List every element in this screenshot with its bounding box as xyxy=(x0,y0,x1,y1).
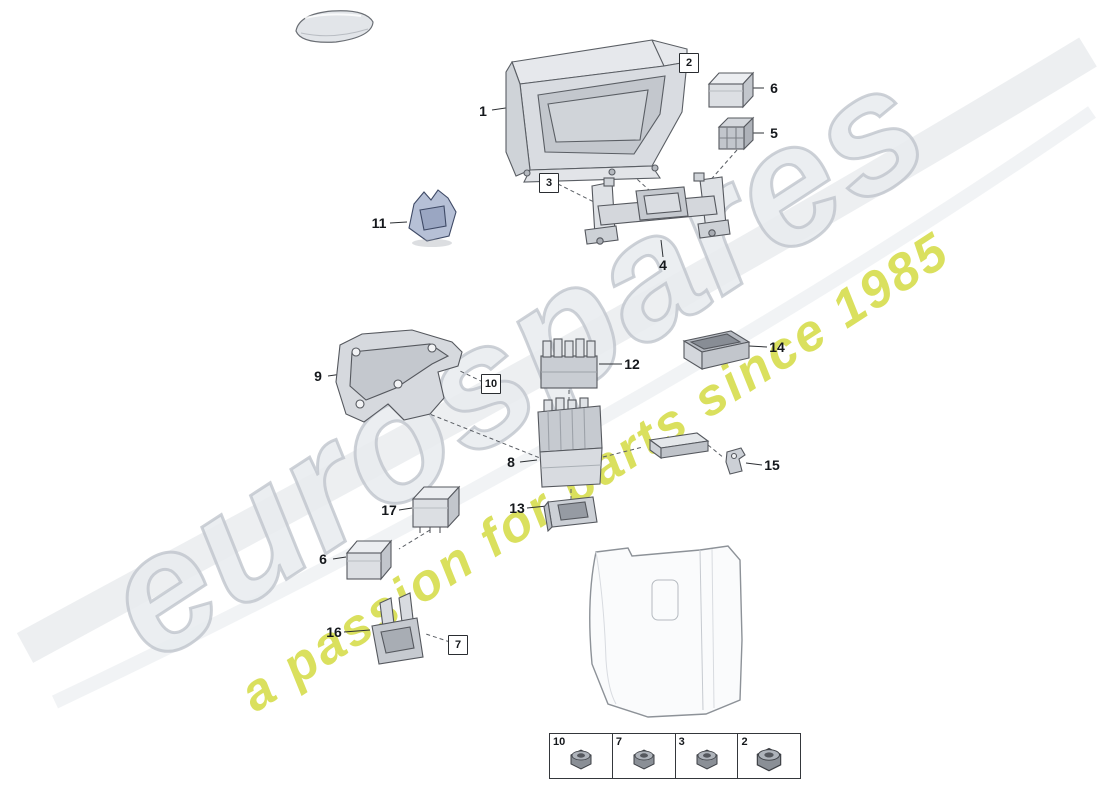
fastener-label-7: 7 xyxy=(448,635,468,655)
nut-icon xyxy=(696,749,718,770)
legend-ref: 2 xyxy=(741,736,748,748)
nut-icon xyxy=(633,749,655,770)
legend-cell: 2 xyxy=(737,733,802,779)
part-6-relay-top-drawing xyxy=(707,71,755,109)
nut-icon xyxy=(757,747,782,772)
part-15-bracket-drawing xyxy=(725,447,746,475)
part-label-12: 12 xyxy=(624,356,640,372)
part-4-bracket-drawing xyxy=(584,172,731,245)
part-11-bracket-drawing xyxy=(408,189,457,247)
cover-cap-drawing xyxy=(295,10,374,43)
part-label-8: 8 xyxy=(507,454,515,470)
legend-cell: 10 xyxy=(549,733,613,779)
fastener-label-2: 2 xyxy=(679,53,699,73)
part-label-15: 15 xyxy=(764,457,780,473)
legend-ref: 3 xyxy=(678,736,685,748)
fastener-label-3: 3 xyxy=(539,173,559,193)
nut-icon xyxy=(570,749,592,770)
part-label-14: 14 xyxy=(769,339,785,355)
part-12-fuse-holder-drawing xyxy=(540,338,598,389)
part-16-holder-drawing xyxy=(371,592,424,665)
legend-cell: 7 xyxy=(611,733,676,779)
part-label-13: 13 xyxy=(509,500,525,516)
part-1-frame-drawing xyxy=(505,39,688,183)
part-label-1: 1 xyxy=(479,103,487,119)
fastener-label-10: 10 xyxy=(481,374,501,394)
part-label-9: 9 xyxy=(314,368,322,384)
control-module-drawing xyxy=(648,432,710,460)
part-label-16: 16 xyxy=(326,624,342,640)
part-label-4: 4 xyxy=(659,257,667,273)
part-14-housing-drawing xyxy=(682,330,751,370)
part-8-fuse-box-drawing xyxy=(537,397,603,488)
part-6-relay-drawing xyxy=(345,539,393,581)
part-label-6: 6 xyxy=(319,551,327,567)
legend-cell: 3 xyxy=(674,733,739,779)
swoosh-band xyxy=(16,37,1097,663)
part-5-connector-drawing xyxy=(717,116,755,151)
part-label-6-top: 6 xyxy=(770,80,778,96)
legend-ref: 10 xyxy=(553,736,566,748)
legend-table: 10 7 3 2 xyxy=(549,733,802,779)
part-label-5: 5 xyxy=(770,125,778,141)
trim-panel-drawing xyxy=(589,545,743,718)
legend-ref: 7 xyxy=(615,736,622,748)
part-9-bracket-drawing xyxy=(335,329,463,423)
part-label-17: 17 xyxy=(381,502,397,518)
part-13-connector-drawing xyxy=(543,496,598,533)
part-label-11: 11 xyxy=(371,215,387,231)
part-17-relay-drawing xyxy=(411,485,461,533)
